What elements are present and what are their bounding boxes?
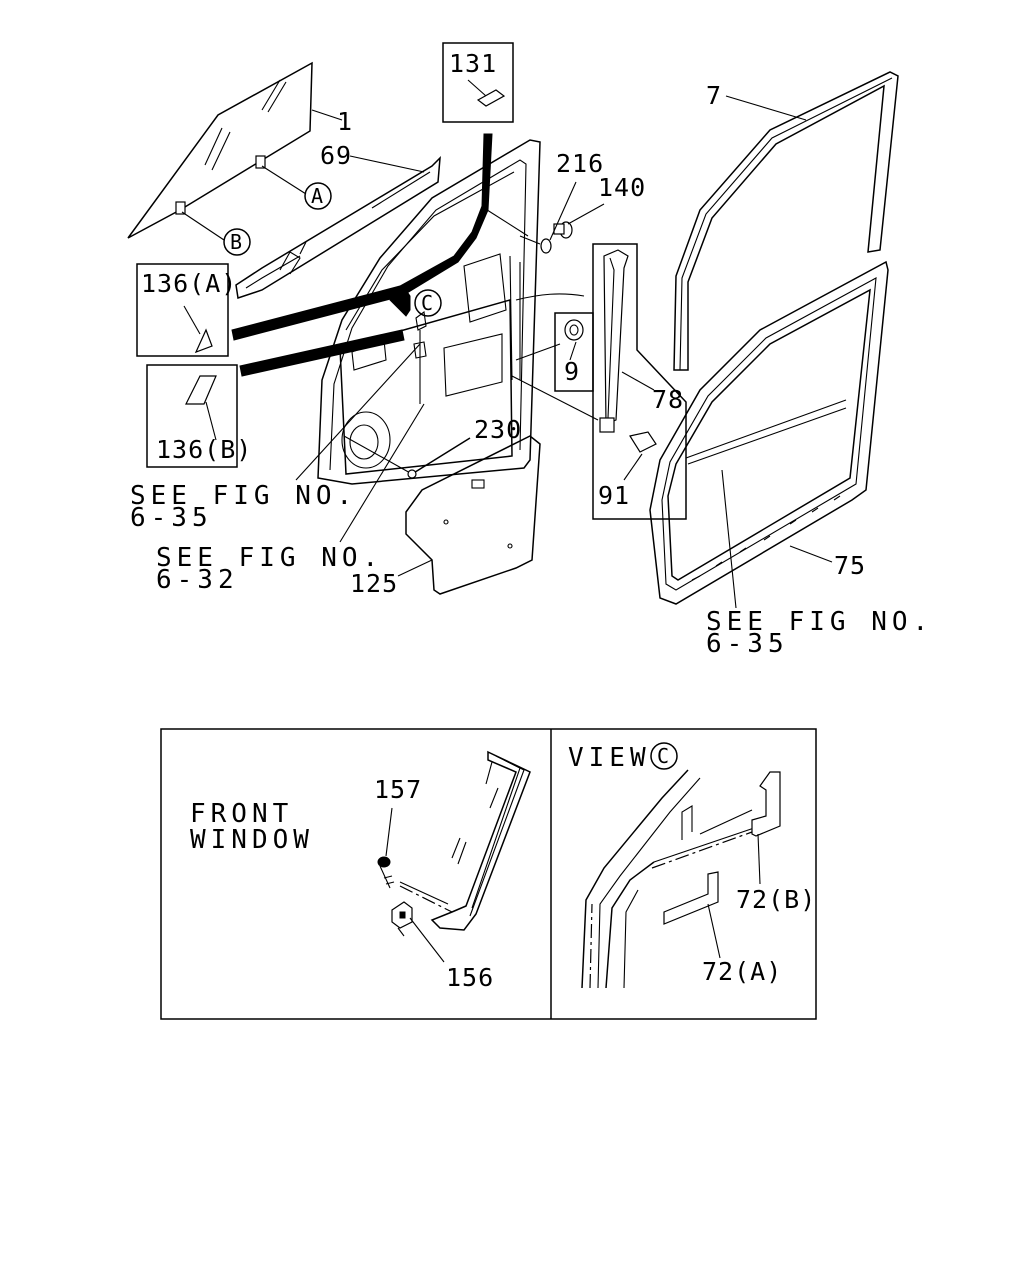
arrow-c (389, 289, 411, 317)
callout-136b: 136(B) (156, 435, 252, 464)
ref-1-line2: 6-35 (130, 503, 213, 533)
marker-c-label: C (421, 291, 433, 315)
ref-1-line1: SEE FIG NO. (130, 481, 357, 511)
callout-230: 230 (474, 415, 522, 444)
callout-7: 7 (706, 81, 722, 110)
ref-3-line1: SEE FIG NO. (706, 607, 933, 637)
ref-3-line2: 6-35 (706, 629, 789, 659)
callout-91: 91 (598, 481, 630, 510)
marker-c: C (414, 289, 442, 317)
callout-136a: 136(A) (141, 269, 237, 298)
marker-view-c-label: C (657, 744, 669, 768)
inset-frame (160, 728, 817, 1020)
screw-157 (377, 856, 395, 889)
view-c-detail (581, 769, 781, 989)
door-frame-part (317, 139, 599, 485)
callout-69: 69 (320, 141, 352, 170)
ref-2-line1: SEE FIG NO. (156, 543, 383, 573)
bolt-140 (553, 221, 573, 239)
door-glass-part (127, 61, 343, 241)
callout-125: 125 (350, 569, 398, 598)
view-label: VIEW (568, 743, 651, 773)
upper-weatherstrip-part (673, 71, 899, 371)
callout-216: 216 (556, 149, 604, 178)
callout-75: 75 (834, 551, 866, 580)
callout-156: 156 (446, 963, 494, 992)
washer-216 (540, 238, 552, 254)
marker-b: B (223, 228, 251, 256)
callout-131: 131 (449, 49, 497, 78)
callout-140: 140 (598, 173, 646, 202)
front-window-label-line1: FRONT (190, 799, 293, 829)
front-window-label-line2: WINDOW (190, 825, 314, 855)
callout-1: 1 (337, 107, 353, 136)
marker-a: A (304, 182, 332, 210)
marker-b-label: B (230, 230, 242, 254)
front-window-detail (399, 750, 531, 931)
door-weatherstrip-part (649, 260, 889, 605)
weatherstrip-black (231, 133, 493, 341)
callout-78: 78 (652, 385, 684, 414)
clip-156 (391, 901, 413, 937)
rod-230 (407, 437, 471, 479)
part-131-box (442, 42, 514, 123)
callout-157: 157 (374, 775, 422, 804)
callout-72a: 72(A) (702, 957, 782, 986)
callout-9: 9 (564, 357, 580, 386)
marker-a-label: A (311, 184, 323, 208)
part-136b-box (146, 364, 238, 468)
marker-view-c: C (650, 742, 678, 770)
ref-2-line2: 6-32 (156, 565, 239, 595)
callout-72b: 72(B) (736, 885, 816, 914)
part-9-box (554, 312, 594, 392)
part-136a-box (136, 263, 229, 357)
trim-panel-125 (405, 435, 541, 595)
glass-run-channel-part (235, 156, 441, 299)
part-78-91-box (592, 243, 687, 520)
